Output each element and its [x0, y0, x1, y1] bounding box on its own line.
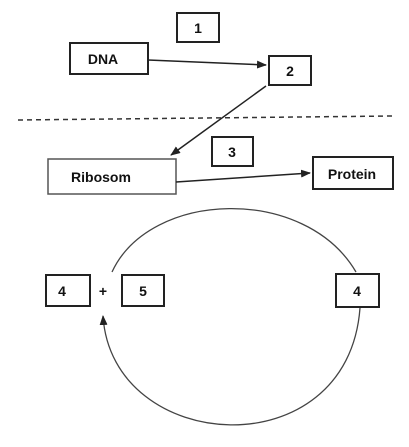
plus-sign: +	[99, 283, 107, 299]
label-box-5: 5	[121, 274, 165, 307]
dna-box-text: DNA	[88, 51, 118, 67]
label-box-3-text: 3	[228, 144, 236, 160]
protein-box-text: Protein	[328, 166, 376, 182]
dashed-divider	[17, 115, 393, 121]
ribosom-box: Ribosom	[47, 158, 177, 195]
arrow-dna-to-2	[147, 59, 267, 69]
label-box-3: 3	[211, 136, 254, 167]
dna-box: DNA	[69, 42, 149, 75]
label-box-2-text: 2	[286, 63, 294, 79]
label-box-5-text: 5	[139, 283, 147, 299]
label-box-1: 1	[176, 12, 220, 43]
arrow-2-to-ribosom	[170, 85, 267, 156]
label-box-4-right: 4	[335, 273, 380, 308]
cycle-upper-arc	[111, 208, 357, 273]
ribosom-box-text: Ribosom	[71, 169, 131, 185]
label-box-2: 2	[268, 55, 312, 86]
label-box-4-right-text: 4	[353, 283, 361, 299]
label-box-1-text: 1	[194, 20, 202, 36]
label-box-4-left-text: 4	[58, 283, 66, 299]
cycle-lower-arc	[99, 307, 361, 426]
protein-box: Protein	[312, 156, 394, 190]
arrow-ribosom-to-protein	[175, 169, 311, 183]
label-box-4-left: 4	[45, 274, 91, 307]
